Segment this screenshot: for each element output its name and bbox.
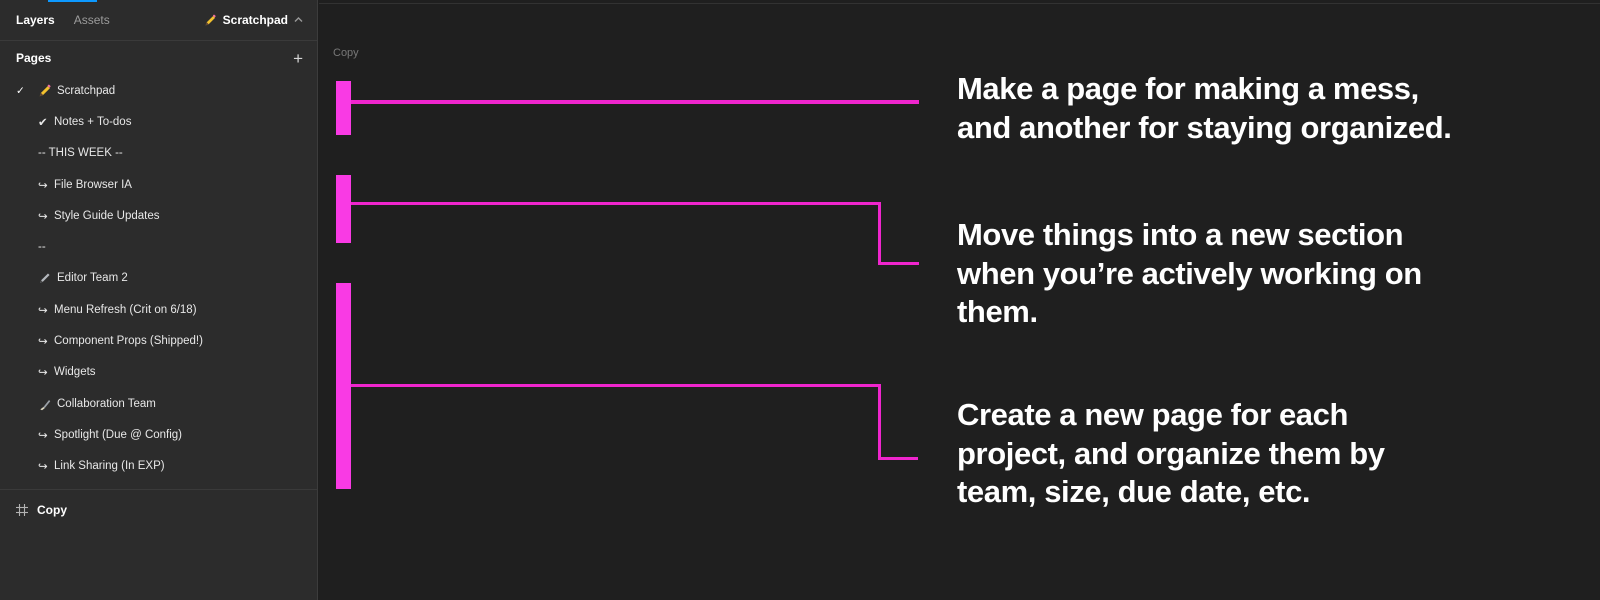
arrow-hook-icon: ↪ — [38, 367, 48, 380]
magenta-bar-3[interactable] — [336, 283, 351, 489]
pages-panel-header: Pages + — [0, 41, 317, 75]
page-item-file-browser-ia[interactable]: ↪ File Browser IA — [0, 169, 317, 200]
connector-line-3-horizontal[interactable] — [351, 384, 881, 387]
arrow-hook-icon: ↪ — [38, 179, 48, 192]
active-file-tab-indicator — [48, 0, 97, 2]
tab-layers[interactable]: Layers — [16, 13, 55, 27]
arrow-hook-icon: ↪ — [38, 461, 48, 474]
connector-line-2-vertical[interactable] — [878, 202, 881, 265]
connector-line-1[interactable] — [351, 100, 919, 104]
active-page-check-icon: ✓ — [16, 84, 25, 97]
file-menu[interactable]: Scratchpad — [204, 13, 303, 27]
pencil-icon — [39, 84, 51, 96]
page-label: Widgets — [54, 366, 96, 379]
page-item-menu-refresh[interactable]: ↪ Menu Refresh (Crit on 6/18) — [0, 294, 317, 325]
left-sidebar: Layers Assets Scratchpad Pages + ✓ — [0, 0, 318, 600]
page-label: Collaboration Team — [57, 397, 156, 410]
pencil-icon — [205, 14, 216, 25]
file-name: Scratchpad — [222, 13, 288, 27]
annotation-text-3[interactable]: Create a new page for each project, and … — [957, 397, 1385, 509]
frame-icon — [16, 503, 28, 516]
connector-line-2-end[interactable] — [878, 262, 919, 265]
brush-icon — [40, 399, 51, 410]
page-label: Style Guide Updates — [54, 209, 160, 222]
frame-label[interactable]: Copy — [333, 47, 359, 59]
page-label: File Browser IA — [54, 178, 132, 191]
pages-list: ✓ Scratchpad ✔ Notes + To-dos -- THIS WE… — [0, 75, 317, 482]
page-item-widgets[interactable]: ↪ Widgets — [0, 357, 317, 388]
page-item-this-week[interactable]: -- THIS WEEK -- — [0, 138, 317, 169]
magenta-bar-2[interactable] — [336, 175, 351, 243]
page-label: Menu Refresh (Crit on 6/18) — [54, 303, 197, 316]
page-label: -- THIS WEEK -- — [38, 147, 123, 160]
page-label: Editor Team 2 — [57, 272, 128, 285]
page-item-divider[interactable]: -- — [0, 231, 317, 262]
page-label: Link Sharing (In EXP) — [54, 460, 165, 473]
tab-assets[interactable]: Assets — [73, 13, 110, 27]
page-label: Scratchpad — [57, 84, 116, 97]
arrow-hook-icon: ↪ — [38, 304, 48, 317]
page-item-scratchpad[interactable]: ✓ Scratchpad — [0, 75, 317, 106]
layer-name: Copy — [37, 502, 67, 517]
page-item-collaboration-team[interactable]: Collaboration Team — [0, 388, 317, 419]
connector-line-3-end[interactable] — [878, 457, 918, 460]
check-glyph: ✔ — [38, 116, 48, 129]
arrow-hook-icon: ↪ — [38, 210, 48, 223]
layer-row-copy-frame[interactable]: Copy — [0, 488, 317, 517]
canvas[interactable]: Copy Make a page for making a mess, and … — [319, 0, 1600, 600]
page-item-link-sharing[interactable]: ↪ Link Sharing (In EXP) — [0, 451, 317, 482]
pen-icon — [40, 273, 50, 284]
page-label: -- — [38, 241, 46, 254]
connector-line-3-vertical[interactable] — [878, 384, 881, 460]
page-item-editor-team-2[interactable]: Editor Team 2 — [0, 263, 317, 294]
chevron-up-icon — [294, 17, 303, 22]
page-item-component-props[interactable]: ↪ Component Props (Shipped!) — [0, 325, 317, 356]
add-page-button[interactable]: + — [293, 48, 303, 68]
magenta-bar-1[interactable] — [336, 81, 351, 135]
annotation-text-2[interactable]: Move things into a new section when you’… — [957, 217, 1422, 329]
page-label: Spotlight (Due @ Config) — [54, 428, 183, 441]
canvas-top-divider — [319, 3, 1600, 4]
annotation-text-1[interactable]: Make a page for making a mess, and anoth… — [957, 71, 1452, 145]
page-item-spotlight[interactable]: ↪ Spotlight (Due @ Config) — [0, 419, 317, 450]
page-item-notes-todos[interactable]: ✔ Notes + To-dos — [0, 106, 317, 137]
page-label: Component Props (Shipped!) — [54, 335, 203, 348]
arrow-hook-icon: ↪ — [38, 336, 48, 349]
page-item-style-guide-updates[interactable]: ↪ Style Guide Updates — [0, 200, 317, 231]
arrow-hook-icon: ↪ — [38, 429, 48, 442]
page-label: Notes + To-dos — [54, 115, 132, 128]
sidebar-header: Layers Assets Scratchpad — [0, 0, 317, 41]
connector-line-2-horizontal[interactable] — [351, 202, 881, 205]
pages-title: Pages — [16, 51, 52, 65]
